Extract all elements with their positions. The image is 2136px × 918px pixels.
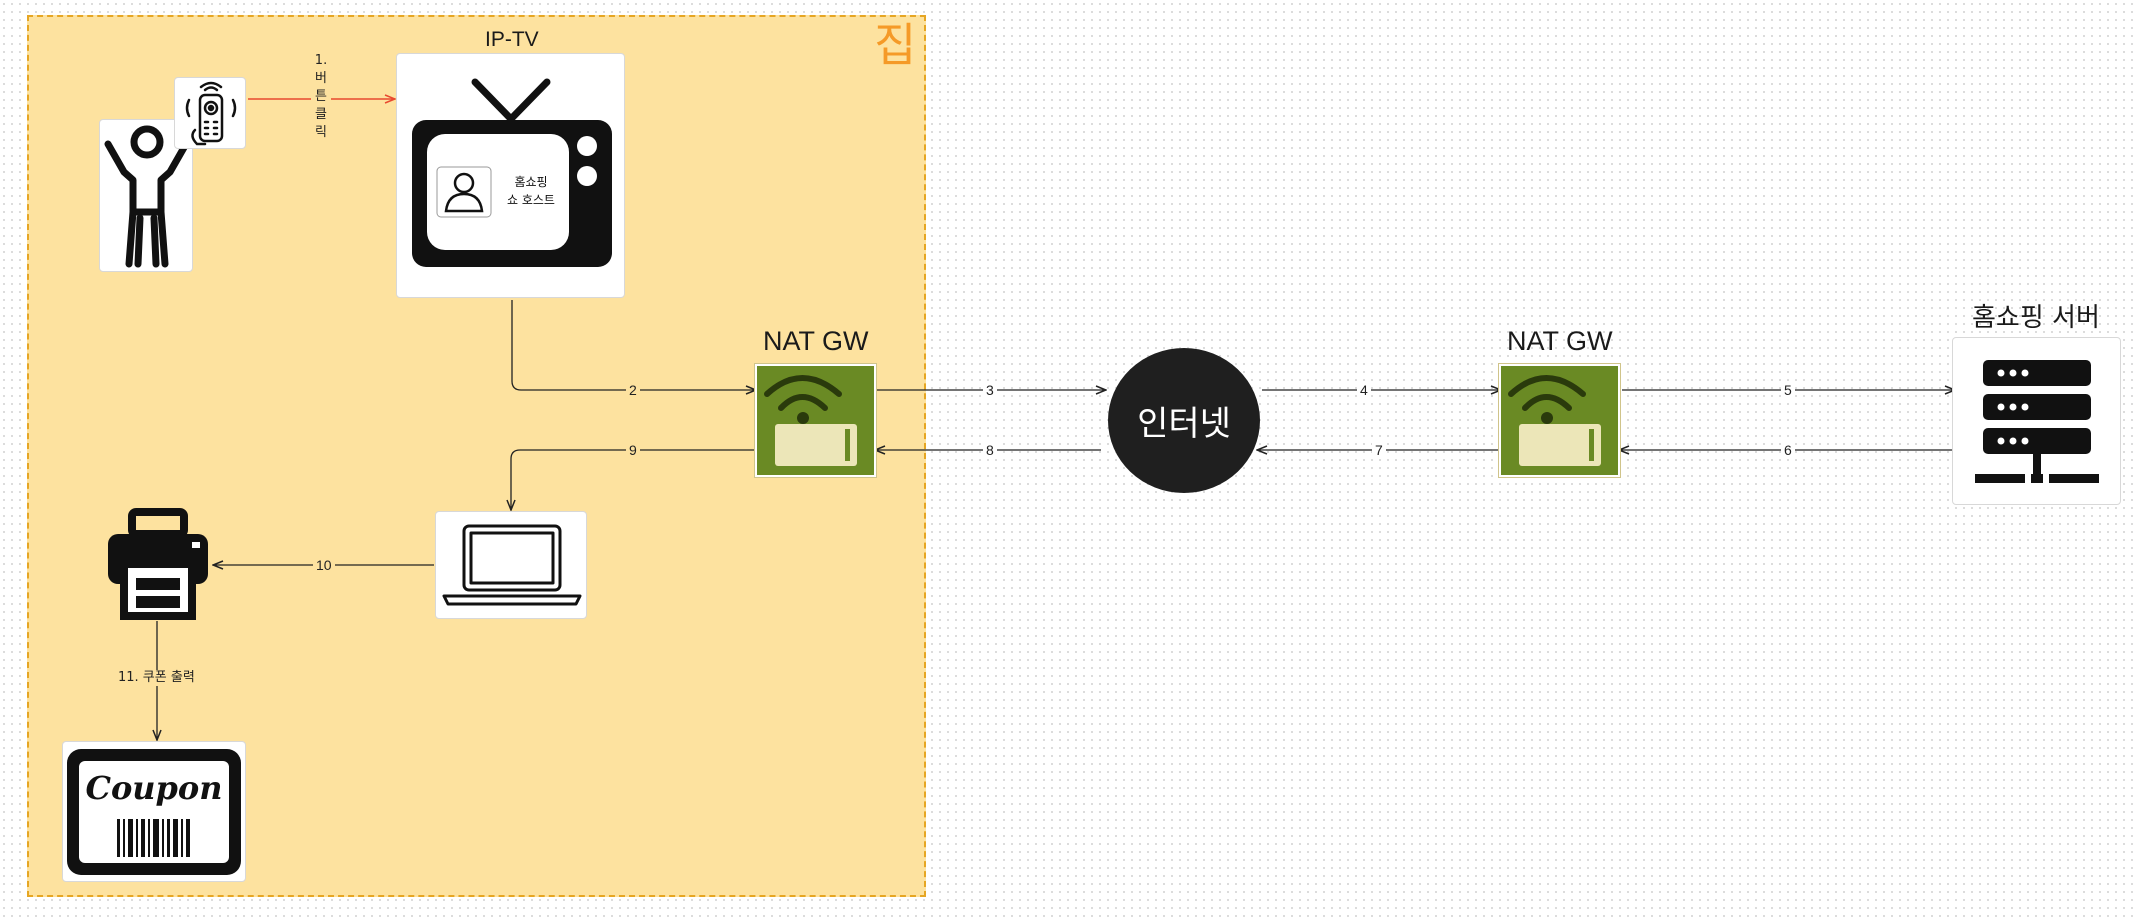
edge-2-label: 2: [626, 382, 640, 398]
barcode-icon: [117, 819, 190, 857]
edge-9-label: 9: [626, 442, 640, 458]
edge-11-label: 11. 쿠폰 출력: [115, 670, 198, 686]
laptop-icon: [442, 524, 582, 606]
server-node[interactable]: [1952, 337, 2121, 505]
edge-4-label: 4: [1357, 382, 1371, 398]
printer-icon: [108, 508, 208, 620]
edge-7-label: 7: [1372, 442, 1386, 458]
edge-2-line: [511, 300, 756, 390]
internet-node[interactable]: 인터넷: [1108, 348, 1260, 493]
home-zone-label: 집: [874, 18, 917, 72]
remote-control-icon: [185, 81, 237, 146]
iptv-node[interactable]: 홈쇼핑 쇼 호스트: [396, 53, 625, 298]
nat-gw-left-label: NAT GW: [763, 326, 869, 356]
person-arms-up-icon: [104, 125, 190, 268]
edge-9-line: [511, 449, 754, 510]
printer-node[interactable]: [104, 508, 212, 620]
server-rack-icon: [1975, 360, 2099, 483]
remote-node[interactable]: [174, 77, 246, 149]
edge-1-label: 1. 버튼 클릭: [311, 52, 331, 142]
television-icon: [412, 78, 612, 267]
coupon-icon: Coupon: [67, 749, 241, 875]
wifi-router-icon: [764, 375, 857, 466]
edge-8-label: 8: [983, 442, 997, 458]
server-label: 홈쇼핑 서버: [1972, 303, 2100, 333]
edge-10-label: 10: [313, 557, 335, 573]
edge-6-label: 6: [1781, 442, 1795, 458]
nat-gw-left-node[interactable]: [755, 364, 876, 477]
iptv-label: IP-TV: [485, 28, 539, 51]
coupon-node[interactable]: Coupon: [62, 741, 246, 882]
nat-gw-right-node[interactable]: [1499, 364, 1620, 477]
edge-5-label: 5: [1781, 382, 1795, 398]
wifi-router-icon: [1508, 375, 1601, 466]
nat-gw-right-label: NAT GW: [1507, 326, 1613, 356]
tv-screen-text-line1: 홈쇼핑: [514, 175, 548, 189]
laptop-node[interactable]: [435, 511, 587, 619]
coupon-text: Coupon: [85, 769, 223, 807]
edge-3-label: 3: [983, 382, 997, 398]
tv-screen-text-line2: 쇼 호스트: [507, 193, 555, 207]
